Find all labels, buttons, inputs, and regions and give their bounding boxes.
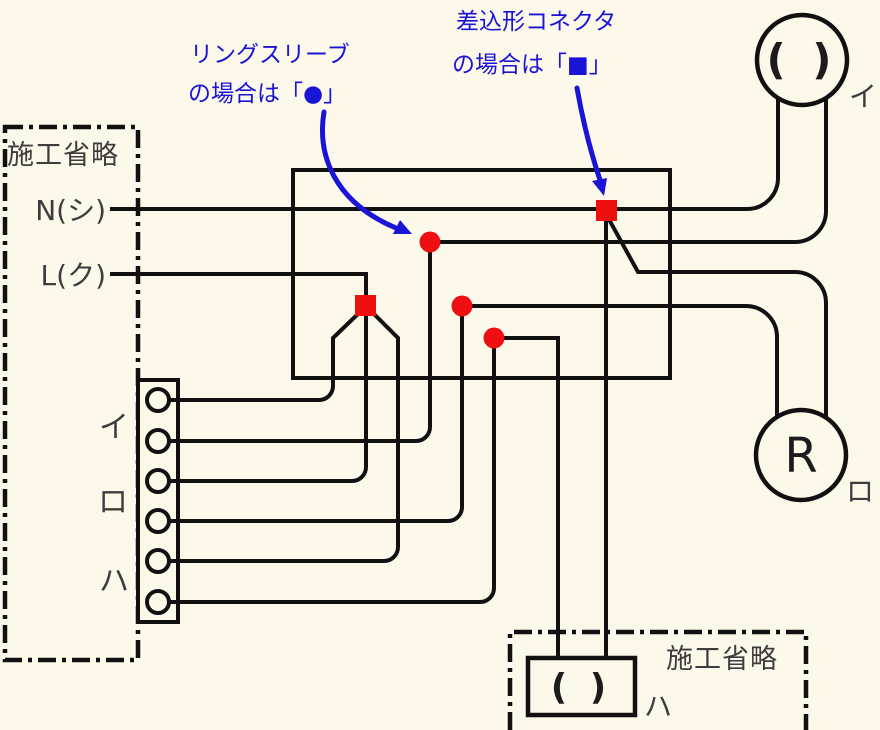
push-in-connector-mark-left [355,295,376,316]
bottom-omitted-label: 施工省略 [666,644,778,675]
receptacle-label: ロ [846,475,874,508]
lamp-ha-symbol: ( ) [551,667,611,708]
ring-sleeve-arrowhead [393,220,412,234]
connector-note-line1: 差込形コネクタ [456,9,616,35]
connector-note-line2: の場合は「■」 [452,52,612,78]
ring-sleeve-mark-2 [451,295,473,317]
wire-sleeve1-to-terminal2 [168,242,432,443]
source-panel: 施工省略 N(シ) L(ク) [7,140,119,292]
wire-sleeve2-to-receptacle [462,304,779,418]
bottom-omitted-box [507,629,809,730]
connector-arrow [574,85,603,183]
switch-label-ha: ハ [99,564,129,599]
wire-sleeve3-to-lamp-ha [494,336,560,662]
terminal-3 [145,468,171,494]
terminal-4 [145,508,171,534]
terminal-2 [145,428,171,454]
lamp-i-label: イ [849,80,877,113]
wire-sleeve3-to-terminal6 [168,338,496,604]
connector-arrowhead [592,178,607,196]
source-omitted-label: 施工省略 [7,140,119,171]
push-in-connector-mark-right [596,200,617,221]
wires [110,96,828,662]
wire-connector-to-terminal1 [168,310,362,402]
ring-sleeve-note-line1: リングスリーブ [190,42,350,68]
lamp-i-circle [754,12,850,108]
lamp-ha-box [525,655,638,718]
lamp-ha: ( ) ハ 施工省略 [525,644,778,723]
switch-terminals [145,387,171,615]
switch-label-i: イ [99,410,129,445]
ring-sleeve-mark-1 [419,231,441,253]
annotations: リングスリーブ の場合は「●」 差込形コネクタ の場合は「■」 [188,9,616,234]
switch-label-ro: ロ [98,485,128,520]
wire-neutral-to-lamp-i [110,96,780,211]
terminal-1 [145,387,171,413]
wire-sleeve2-to-terminal4 [168,306,464,523]
ring-sleeve-arrow [320,109,399,231]
neutral-label: N(シ) [35,194,106,227]
wire-connector-to-terminal5 [168,310,400,563]
connection-marks [355,200,617,349]
switch-strip [136,378,180,624]
ring-sleeve-mark-3 [483,327,505,349]
switch-labels: イ ロ ハ [98,410,129,599]
receptacle-symbol: R [784,428,817,484]
receptacle-circle [753,407,849,503]
lamp-i-symbol: ( ) [766,35,837,84]
wire-sleeve1-to-lamp-i [430,96,828,244]
lamp-i: ( ) イ [754,12,877,113]
wire-live-to-connector [110,272,368,300]
live-label: L(ク) [41,259,106,292]
ring-sleeve-note-line2: の場合は「●」 [188,81,346,107]
wire-connector-to-receptacle [604,213,828,418]
lamp-ha-label: ハ [644,690,672,723]
terminal-5 [145,548,171,574]
switch-strip-body [136,378,180,624]
receptacle-r: R ロ [753,407,874,508]
wire-connector-to-terminal3 [168,314,368,483]
terminal-6 [145,589,171,615]
